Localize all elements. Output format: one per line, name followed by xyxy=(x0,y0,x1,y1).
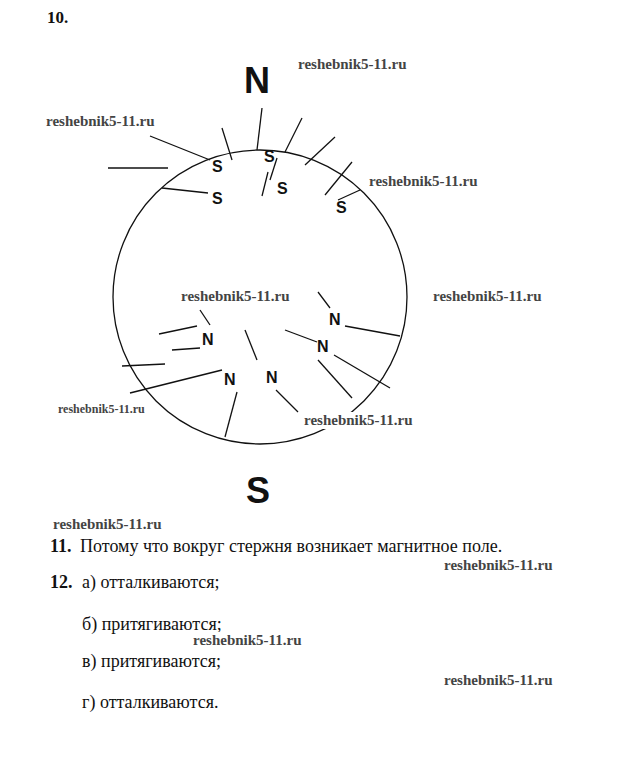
watermark: reshebnik5-11.ru xyxy=(52,516,163,533)
watermark: reshebnik5-11.ru xyxy=(297,56,408,73)
answer-text: а) отталкиваются; xyxy=(82,572,220,593)
item-number: 12. xyxy=(50,572,73,593)
pole-mark: S xyxy=(212,159,223,175)
watermark: reshebnik5-11.ru xyxy=(57,403,146,417)
pole-mark: S xyxy=(264,149,275,165)
watermark: reshebnik5-11.ru xyxy=(180,288,291,305)
pole-mark: N xyxy=(266,370,278,386)
pole-mark: N xyxy=(202,332,214,348)
watermark: reshebnik5-11.ru xyxy=(45,113,156,130)
item-number: 10. xyxy=(47,8,68,28)
pole-mark: S xyxy=(277,181,288,197)
answer-text: в) притягиваются; xyxy=(82,651,221,672)
watermark: reshebnik5-11.ru xyxy=(432,288,543,305)
watermark: reshebnik5-11.ru xyxy=(443,672,554,689)
pole-mark: S xyxy=(336,200,347,216)
watermark: reshebnik5-11.ru xyxy=(192,632,303,649)
pole-mark: N xyxy=(317,339,329,355)
watermark: reshebnik5-11.ru xyxy=(303,412,414,429)
answer-text: г) отталкиваются. xyxy=(82,692,218,713)
answer-text: Потому что вокруг стержня возникает магн… xyxy=(80,536,502,557)
pole-letter: N xyxy=(244,60,270,101)
pole-mark: N xyxy=(329,312,341,328)
watermark: reshebnik5-11.ru xyxy=(368,173,479,190)
pole-mark: S xyxy=(212,191,223,207)
item-number: 11. xyxy=(50,536,72,557)
pole-letter: S xyxy=(246,470,270,511)
pole-mark: N xyxy=(224,372,236,388)
watermark: reshebnik5-11.ru xyxy=(443,557,554,574)
